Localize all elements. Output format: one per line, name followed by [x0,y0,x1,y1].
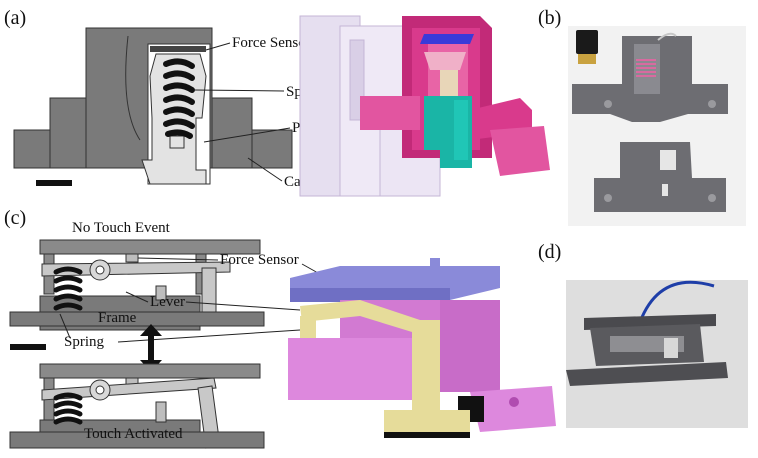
panel-a-label: (a) [4,7,26,29]
panel-b-label: (b) [538,7,561,29]
mechanism-touch-activated [9,363,265,449]
casing-curve-line [125,35,141,141]
frame-inner-2 [155,401,167,423]
panel-a: (a) [4,7,550,197]
scale-bar-a [36,180,72,186]
panel-d: (d) [538,241,748,428]
lever-2 [41,377,217,401]
spring-a [163,58,195,139]
force-sensor-3d [420,34,474,44]
lever-3d-foot-edge [384,432,470,438]
scale-bar-c [10,344,46,350]
casing-step-right [211,97,253,169]
mechanism-no-touch [9,239,265,331]
upper-spring [636,59,656,77]
piston-tip [169,135,185,149]
frame-3d-front [288,338,412,400]
panel-d-label: (d) [538,241,561,263]
state-no-touch: No Touch Event [72,220,171,236]
sensor-chip-leads [578,54,596,64]
lever-3d-vertical [412,320,440,410]
lever-3d-foot [384,410,470,432]
top-plate-1 [39,239,261,255]
frame-3d-right-block [440,300,500,392]
callout-force-sensor-c: Force Sensor [220,252,299,268]
casing-cross-section [13,27,293,186]
lever-1 [41,261,231,277]
lower-window [662,184,668,196]
frame-3d-hole [509,397,519,407]
callout-frame-c: Frame [98,310,137,326]
frame-inner-1 [155,285,167,301]
sensor-wire [657,32,677,41]
piston-3d-cap [424,52,466,70]
state-touch-activated: Touch Activated [84,426,183,442]
frame-base-2 [9,431,265,449]
spring-c-bottom [53,392,83,425]
printed-casing-lower [594,142,726,212]
lower-hole-left [604,194,612,202]
photo-d-spring [664,338,678,358]
callout-lever-c: Lever [150,294,185,310]
top-plate-2 [39,363,261,379]
pink-casing-lower [360,96,420,130]
panel-b: (b) [538,7,746,226]
piston-3d-highlight [454,100,468,160]
plate-3d-face [290,288,450,302]
pivot-inner-1 [95,265,105,275]
mount-hole-left [604,100,612,108]
sensor-chip [576,30,598,54]
casing-3d-render [299,15,550,197]
panel-c-label: (c) [4,207,26,229]
panel-c: (c) No Touch Event Force Sensor Lever Fr… [4,207,556,449]
mount-hole-right [708,100,716,108]
pivot-inner-2 [95,385,105,395]
lower-hole-right [708,194,716,202]
force-sensor-a [150,46,206,52]
photo-d-wire [638,280,715,323]
callout-force-sensor-a: Force Sensor [232,35,311,51]
lever-3d-arm [300,300,420,332]
sensor-nub-1 [125,253,139,263]
frame-base-1 [9,311,265,327]
lower-slot [660,150,676,170]
spring-c-top [53,266,83,311]
callout-spring-c: Spring [64,334,105,350]
photo-d-base [566,362,728,386]
plate-3d-peg [430,258,440,276]
pink-casing-ledge [490,126,550,176]
lever-3d-render [288,258,556,438]
frame-3d-foot [470,386,556,432]
piston-3d-stem [440,70,458,98]
lever-3d-tab [300,316,316,338]
